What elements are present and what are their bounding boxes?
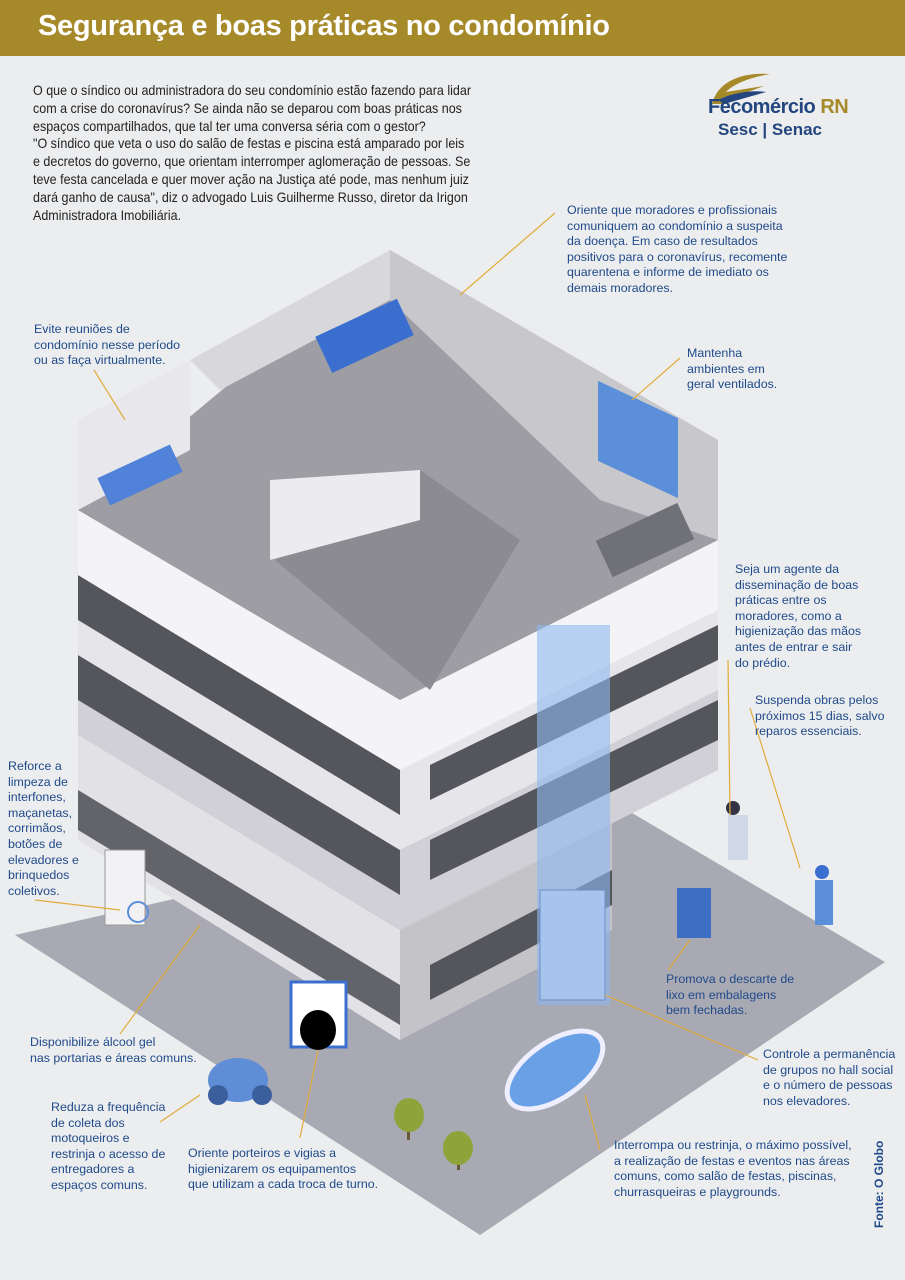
note-suspend-works: Suspenda obras pelos próximos 15 dias, s… [755,693,885,739]
fecomercio-logo: Fecomércio RN Sesc | Senac [700,70,880,140]
tree-icon [394,1098,424,1140]
sofa-person [97,444,183,506]
door-knob-highlight [127,901,149,923]
leader-lines [34,212,801,1151]
note-hall-control: Controle a permanência de grupos no hall… [763,1047,896,1108]
window-blue [598,380,678,499]
source-credit: Fonte: O Globo [872,1140,886,1228]
pool [504,1028,606,1112]
note-events: Interrompa ou restrinja, o máximo possív… [614,1138,852,1199]
intro-text: O que o síndico ou administradora do seu… [33,83,472,223]
note-cleaning: Reforce a limpeza de interfones, maçanet… [8,759,79,898]
note-report-suspicion: Oriente que moradores e profissionais co… [567,203,788,295]
logo-suffix: RN [820,96,849,118]
logo-sub: Sesc | Senac [718,120,822,139]
elevator-door [539,889,606,1001]
logo-name: Fecomércio [708,96,816,118]
note-avoid-meetings: Evite reuniões de condomínio nesse perío… [34,322,181,368]
header-bar: Segurança e boas práticas no condomínio [0,0,905,56]
bed [315,298,414,374]
note-delivery: Reduza a frequência de coleta dos motoqu… [51,1100,166,1192]
note-alcohol-gel: Disponibilize álcool gel nas portarias e… [30,1035,197,1065]
logo-swoosh-icon [712,73,770,104]
door [104,849,146,926]
motorcycle-icon [208,1058,272,1105]
note-good-practices: Seja um agente da disseminação de boas p… [735,562,862,670]
page-title: Segurança e boas práticas no condomínio [38,10,610,42]
worker-icon [815,865,833,925]
note-trash: Promova o descarte de lixo em embalagens… [666,972,795,1018]
tree-icon [443,1131,473,1170]
note-doormen: Oriente porteiros e vigias a higienizare… [188,1146,379,1192]
person-hygiene-icon [726,801,748,860]
trash-bin [677,888,711,938]
note-ventilation: Mantenha ambientes em geral ventilados. [687,346,778,392]
